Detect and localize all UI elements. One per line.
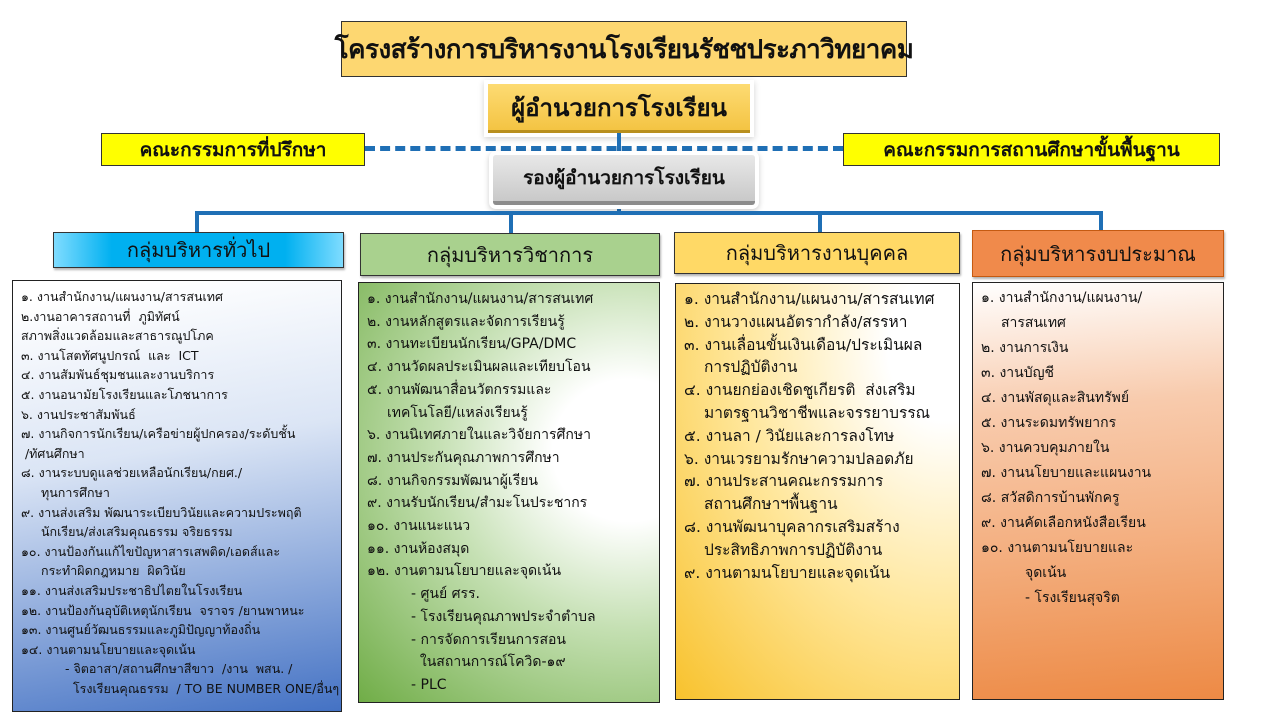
task-line: ๓. งานบัญชี (981, 365, 1055, 381)
task-line: ๑๐. งานแนะแนว (367, 518, 471, 535)
task-line: ๑๐. งานตามนโยบายและ (981, 540, 1134, 556)
task-line: ๔. งานวัดผลประเมินผลและเทียบโอน (367, 359, 591, 376)
task-line: ๑๓. งานศูนย์วัฒนธรรมและภูมิปัญญาท้องถิ่น (21, 622, 261, 638)
task-line: ๖. งานควบคุมภายใน (981, 440, 1110, 456)
task-line: ๘. งานระบบดูแลช่วยเหลือนักเรียน/กยศ./ (21, 465, 243, 481)
task-line: ๑๑. งานห้องสมุด (367, 540, 470, 557)
group-header-academic: กลุ่มบริหารวิชาการ (360, 233, 660, 276)
task-line: ๑. งานสำนักงาน/แผนงาน/สารสนเทศ (367, 291, 594, 307)
task-line: - PLC (411, 676, 447, 693)
task-line: ๙. งานส่งเสริม พัฒนาระเบียบวินัยและความป… (21, 504, 302, 520)
task-line: ๑๑. งานส่งเสริมประชาธิปไตยในโรงเรียน (21, 582, 243, 598)
task-line: ๗. งานกิจการนักเรียน/เครือข่ายผู้ปกครอง/… (21, 426, 296, 442)
group-header-budget: กลุ่มบริหารงบประมาณ (972, 230, 1224, 277)
task-line: ๓. งานเลื่อนขั้นเงินเดือน/ประเมินผล (684, 335, 923, 354)
task-line: ๒.งานอาคารสถานที่ ภูมิทัศน์ (21, 308, 180, 324)
task-line: นักเรียน/ส่งเสริมคุณธรรม จริยธรรม (41, 524, 233, 540)
dashed-connector-committees (365, 146, 843, 151)
task-line: สภาพสิ่งแวดล้อมและสาธารณูปโภค (21, 328, 214, 344)
task-line: ๖. งานนิเทศภายในและวิจัยการศึกษา (367, 427, 591, 444)
task-line: เทคโนโลยี/แหล่งเรียนรู้ (387, 404, 528, 421)
deputy-director-box: รองผู้อำนวยการโรงเรียน (493, 155, 755, 205)
connector-group-4 (1099, 211, 1103, 231)
task-line: ๗. งานนโยบายและแผนงาน (981, 465, 1152, 481)
task-line: ๔. งานสัมพันธ์ชุมชนและงานบริการ (21, 367, 215, 383)
task-line: ๙. งานรับนักเรียน/สำมะโนประชากร (367, 495, 588, 512)
task-line: ๘. งานพัฒนาบุคลากรเสริมสร้าง (684, 517, 900, 536)
task-line: ๑๒. งานตามนโยบายและจุดเน้น (367, 563, 562, 580)
group-tasks-academic: ๑. งานสำนักงาน/แผนงาน/สารสนเทศ๒. งานหลัก… (358, 282, 660, 703)
task-line: - โรงเรียนสุจริต (1025, 590, 1120, 606)
task-line: ๓. งานโสตทัศนูปกรณ์ และ ICT (21, 347, 199, 363)
task-line: ๘. งานกิจกรรมพัฒนาผู้เรียน (367, 472, 538, 489)
task-line: ๖. งานประชาสัมพันธ์ (21, 406, 136, 422)
task-line: ๔. งานพัสดุและสินทรัพย์ (981, 390, 1130, 406)
task-line: ๕. งานพัฒนาสื่อนวัตกรรมและ (367, 381, 552, 398)
task-line: จุดเน้น (1025, 565, 1067, 581)
connector-group-1 (195, 211, 199, 233)
task-line: ประสิทธิภาพการปฏิบัติงาน (704, 540, 883, 559)
task-line: การปฏิบัติงาน (704, 358, 798, 377)
basic-education-committee-box: คณะกรรมการสถานศึกษาขั้นพื้นฐาน (843, 133, 1220, 166)
task-line: ๗. งานประสานคณะกรรมการ (684, 472, 884, 491)
task-line: ๖. งานเวรยามรักษาความปลอดภัย (684, 449, 914, 468)
advisory-committee-box: คณะกรรมการที่ปรึกษา (101, 133, 365, 166)
connector-horizontal (197, 211, 1103, 215)
task-line: ๑๐. งานป้องกันแก้ไขปัญหาสารเสพติด/เอดส์แ… (21, 543, 281, 559)
group-tasks-general: ๑. งานสำนักงาน/แผนงาน/สารสนเทศ๒.งานอาคาร… (12, 280, 342, 712)
task-line: ๑๔. งานตามนโยบายและจุดเน้น (21, 641, 196, 657)
chart-title: โครงสร้างการบริหารงานโรงเรียนรัชชประภาวิ… (335, 21, 914, 77)
task-line: ๒. งานวางแผนอัตรากำลัง/สรรหา (684, 312, 908, 331)
task-line: ๙. งานตามนโยบายและจุดเน้น (684, 563, 891, 582)
task-line: ๑. งานสำนักงาน/แผนงาน/สารสนเทศ (21, 289, 223, 304)
connector-group-2 (509, 211, 513, 234)
task-line: ในสถานการณ์โควิด-๑๙ (411, 654, 566, 671)
task-line: ๒. งานการเงิน (981, 340, 1069, 356)
task-line: ๗. งานประกันคุณภาพการศึกษา (367, 449, 560, 466)
task-line: - โรงเรียนคุณภาพประจำตำบล (411, 608, 596, 625)
task-line: - ศูนย์ ศรร. (411, 586, 480, 603)
task-line: โรงเรียนคุณธรรม / TO BE NUMBER ONE/อื่นๆ (65, 680, 340, 696)
task-line: ๑. งานสำนักงาน/แผนงาน/สารสนเทศ (684, 290, 935, 308)
task-line: ๑๒. งานป้องกันอุบัติเหตุนักเรียน จราจร /… (21, 602, 305, 618)
task-line: ๓. งานทะเบียนนักเรียน/GPA/DMC (367, 336, 577, 353)
task-line: ๕. งานอนามัยโรงเรียนและโภชนาการ (21, 386, 228, 402)
task-line: สถานศึกษาฯพื้นฐาน (704, 495, 838, 514)
task-line: ๙. งานคัดเลือกหนังสือเรียน (981, 515, 1146, 531)
task-line: ๒. งานหลักสูตรและจัดการเรียนรู้ (367, 313, 565, 330)
task-line: มาตรฐานวิชาชีพและจรรยาบรรณ (704, 403, 931, 422)
group-tasks-budget: ๑. งานสำนักงาน/แผนงาน/สารสนเทศ๒. งานการเ… (972, 282, 1224, 700)
connector-group-3 (818, 211, 822, 233)
task-line: กระทำผิดกฎหมาย ผิดวินัย (41, 563, 186, 579)
task-line: ๘. สวัสดิการบ้านพักครู (981, 490, 1120, 506)
task-line: ทุนการศึกษา (41, 484, 110, 500)
group-header-general: กลุ่มบริหารทั่วไป (53, 232, 344, 268)
task-line: ๔. งานยกย่องเชิดชูเกียรติ ส่งเสริม (684, 381, 916, 400)
task-line: ๕. งานลา / วินัยและการลงโทษ (684, 426, 895, 445)
task-line: สารสนเทศ (1001, 315, 1066, 331)
director-box: ผู้อำนวยการโรงเรียน (488, 84, 750, 133)
task-line: - การจัดการเรียนการสอน (411, 631, 566, 648)
task-line: - จิตอาสา/สถานศึกษาสีขาว /งาน พสน. / (65, 661, 293, 677)
group-tasks-personnel: ๑. งานสำนักงาน/แผนงาน/สารสนเทศ๒. งานวางแ… (675, 283, 960, 700)
task-line: /ทัศนศึกษา (21, 445, 85, 461)
group-header-personnel: กลุ่มบริหารงานบุคคล (674, 232, 960, 274)
task-line: ๑. งานสำนักงาน/แผนงาน/ (981, 290, 1143, 306)
task-line: ๕. งานระดมทรัพยากร (981, 415, 1117, 431)
